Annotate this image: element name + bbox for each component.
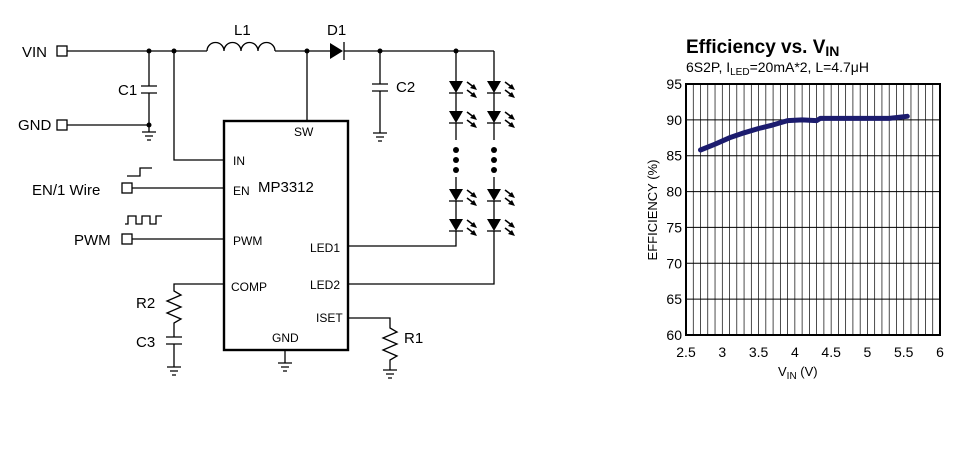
light-emission-arrowhead	[470, 222, 477, 228]
d1-label: D1	[327, 22, 346, 39]
en-terminal	[121, 182, 133, 194]
y-tick-label: 90	[666, 112, 682, 128]
c1-ground-symbol	[142, 131, 156, 141]
continuation-dot	[453, 167, 459, 173]
d1-diode	[330, 43, 343, 59]
light-emission-arrowhead	[470, 92, 477, 98]
led1-wire	[348, 231, 457, 247]
y-tick-label: 80	[666, 184, 682, 200]
pwm-label: PWM	[74, 232, 111, 249]
light-emission-arrowhead	[470, 200, 477, 206]
led-diode	[449, 81, 463, 93]
light-emission-arrowhead	[508, 84, 515, 90]
x-tick-label: 4	[791, 344, 799, 360]
pin-sw: SW	[294, 125, 314, 139]
en-label: EN/1 Wire	[32, 182, 100, 199]
chart-subtitle: 6S2P, ILED=20mA*2, L=4.7μH	[686, 59, 869, 78]
r2-label: R2	[136, 295, 155, 312]
l1-label: L1	[234, 22, 251, 39]
led-diode	[449, 111, 463, 123]
led-diode	[449, 219, 463, 231]
light-emission-arrowhead	[508, 92, 515, 98]
pin-led2: LED2	[310, 278, 340, 292]
en-step-waveform	[127, 167, 152, 177]
light-emission-arrowhead	[508, 200, 515, 206]
ic-ground-symbol	[278, 362, 292, 372]
continuation-dot	[491, 147, 497, 153]
pin-led1: LED1	[310, 241, 340, 255]
c3-label: C3	[136, 334, 155, 351]
pin-in: IN	[233, 154, 245, 168]
y-tick-label: 85	[666, 148, 682, 164]
light-emission-arrowhead	[508, 114, 515, 120]
light-emission-arrowhead	[470, 230, 477, 236]
y-tick-label: 70	[666, 255, 682, 271]
schematic: VIN GND EN/1 Wire PWM C1 L1	[18, 22, 515, 379]
c2-capacitor	[372, 51, 388, 133]
c1-capacitor	[141, 51, 157, 132]
light-emission-arrowhead	[508, 230, 515, 236]
gnd-label: GND	[18, 117, 52, 134]
efficiency-chart: Efficiency vs. VIN 6S2P, ILED=20mA*2, L=…	[645, 37, 944, 382]
gnd-terminal	[56, 119, 68, 131]
pwm-pulse-waveform	[125, 215, 162, 225]
led-diode	[487, 81, 501, 93]
light-emission-arrowhead	[508, 222, 515, 228]
comp-network	[165, 283, 224, 367]
x-tick-label: 3.5	[749, 344, 769, 360]
continuation-dot	[453, 147, 459, 153]
x-axis-label: VIN (V)	[778, 364, 818, 382]
led-diode	[487, 111, 501, 123]
continuation-dot	[491, 157, 497, 163]
ic-name: MP3312	[258, 179, 314, 196]
light-emission-arrowhead	[470, 114, 477, 120]
c2-label: C2	[396, 79, 415, 96]
continuation-dot	[491, 167, 497, 173]
x-tick-label: 4.5	[821, 344, 841, 360]
pin-comp: COMP	[231, 280, 267, 294]
vin-terminal	[56, 45, 68, 57]
x-tick-label: 2.5	[676, 344, 696, 360]
y-tick-label: 60	[666, 327, 682, 343]
led-diode	[487, 219, 501, 231]
r1-resistor	[348, 317, 399, 370]
c2-ground-symbol	[373, 132, 387, 142]
x-tick-label: 6	[936, 344, 944, 360]
led-diode	[487, 189, 501, 201]
pin-en: EN	[233, 184, 250, 198]
y-tick-label: 75	[666, 219, 682, 235]
x-tick-label: 3	[718, 344, 726, 360]
led-strings	[449, 51, 515, 236]
pin-pwm: PWM	[233, 234, 262, 248]
vin-label: VIN	[22, 44, 47, 61]
x-tick-label: 5	[864, 344, 872, 360]
y-tick-label: 65	[666, 291, 682, 307]
pin-iset: ISET	[316, 311, 343, 325]
r1-ground-symbol	[383, 369, 397, 379]
chart-ticks: 2.5 3 3.5 4 4.5 5 5.5 6 60 65 70 75 80 85 90 95	[666, 76, 944, 360]
mp3312-ic	[222, 119, 350, 352]
led2-wire	[348, 231, 495, 285]
chart-title: Efficiency vs. VIN	[686, 37, 839, 59]
light-emission-arrowhead	[470, 122, 477, 128]
light-emission-arrowhead	[508, 122, 515, 128]
r1-label: R1	[404, 330, 423, 347]
pwm-terminal	[121, 233, 133, 245]
c3-ground-symbol	[167, 366, 181, 376]
continuation-dot	[453, 157, 459, 163]
light-emission-arrowhead	[470, 192, 477, 198]
led-diode	[449, 189, 463, 201]
plot-frame	[685, 83, 941, 336]
pin-gnd: GND	[272, 331, 299, 345]
l1-inductor	[206, 41, 276, 52]
in-feed-wire	[173, 51, 224, 161]
y-tick-label: 95	[666, 76, 682, 92]
efficiency-series-line	[698, 113, 910, 153]
light-emission-arrowhead	[508, 192, 515, 198]
light-emission-arrowhead	[470, 84, 477, 90]
y-axis-label: EFFICIENCY (%)	[645, 160, 660, 261]
c1-label: C1	[118, 82, 137, 99]
x-tick-label: 5.5	[894, 344, 914, 360]
